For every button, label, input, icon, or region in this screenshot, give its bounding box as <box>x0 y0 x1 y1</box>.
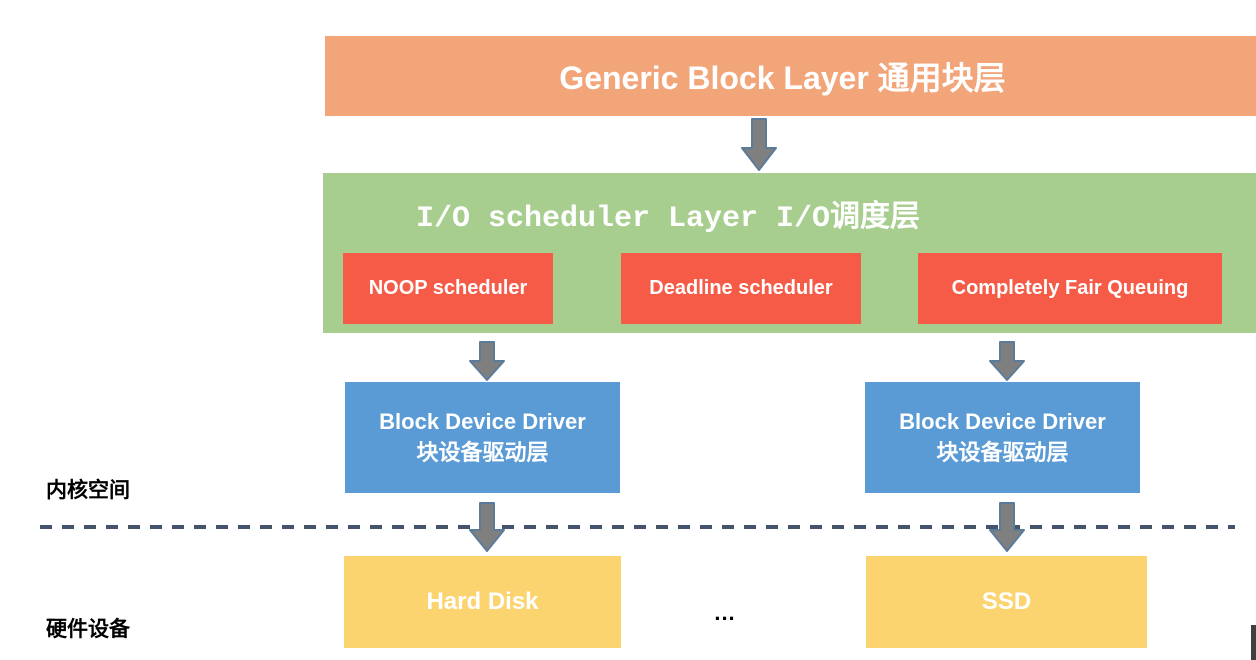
noop-scheduler-label: NOOP scheduler <box>368 277 528 299</box>
ssd-label: SSD <box>981 588 1032 615</box>
deadline-scheduler-label: Deadline scheduler <box>649 277 833 299</box>
devices-ellipsis: ... <box>714 600 736 625</box>
block-device-driver-box-right: Block Device Driver 块设备驱动层 <box>865 382 1140 493</box>
io-scheduler-layer-box: I/O scheduler Layer I/O调度层 NOOP schedule… <box>323 173 1256 333</box>
hardware-device-label: 硬件设备 <box>46 616 130 641</box>
noop-scheduler-box: NOOP scheduler <box>343 253 553 324</box>
down-arrow-icon <box>468 502 506 553</box>
edge-cursor-bar <box>1251 625 1256 660</box>
hard-disk-label: Hard Disk <box>426 588 539 615</box>
driver-label-zh: 块设备驱动层 <box>936 439 1069 465</box>
deadline-scheduler-box: Deadline scheduler <box>621 253 861 324</box>
driver-label-en: Block Device Driver <box>899 408 1106 434</box>
ssd-box: SSD <box>866 556 1147 648</box>
generic-block-layer-label: Generic Block Layer 通用块层 <box>559 60 1006 96</box>
down-arrow-icon <box>740 118 778 172</box>
down-arrow-icon <box>468 341 506 382</box>
hard-disk-box: Hard Disk <box>344 556 621 648</box>
cfq-scheduler-label: Completely Fair Queuing <box>951 277 1189 299</box>
io-scheduler-layer-label: I/O scheduler Layer I/O调度层 <box>415 202 921 236</box>
driver-label-en: Block Device Driver <box>379 408 586 434</box>
down-arrow-icon <box>988 341 1026 382</box>
kernel-space-label: 内核空间 <box>46 477 130 502</box>
block-device-driver-box-left: Block Device Driver 块设备驱动层 <box>345 382 620 493</box>
kernel-hardware-divider <box>40 525 1235 529</box>
down-arrow-icon <box>988 502 1026 553</box>
cfq-scheduler-box: Completely Fair Queuing <box>918 253 1222 324</box>
generic-block-layer-box: Generic Block Layer 通用块层 <box>325 36 1256 116</box>
driver-label-zh: 块设备驱动层 <box>416 439 549 465</box>
